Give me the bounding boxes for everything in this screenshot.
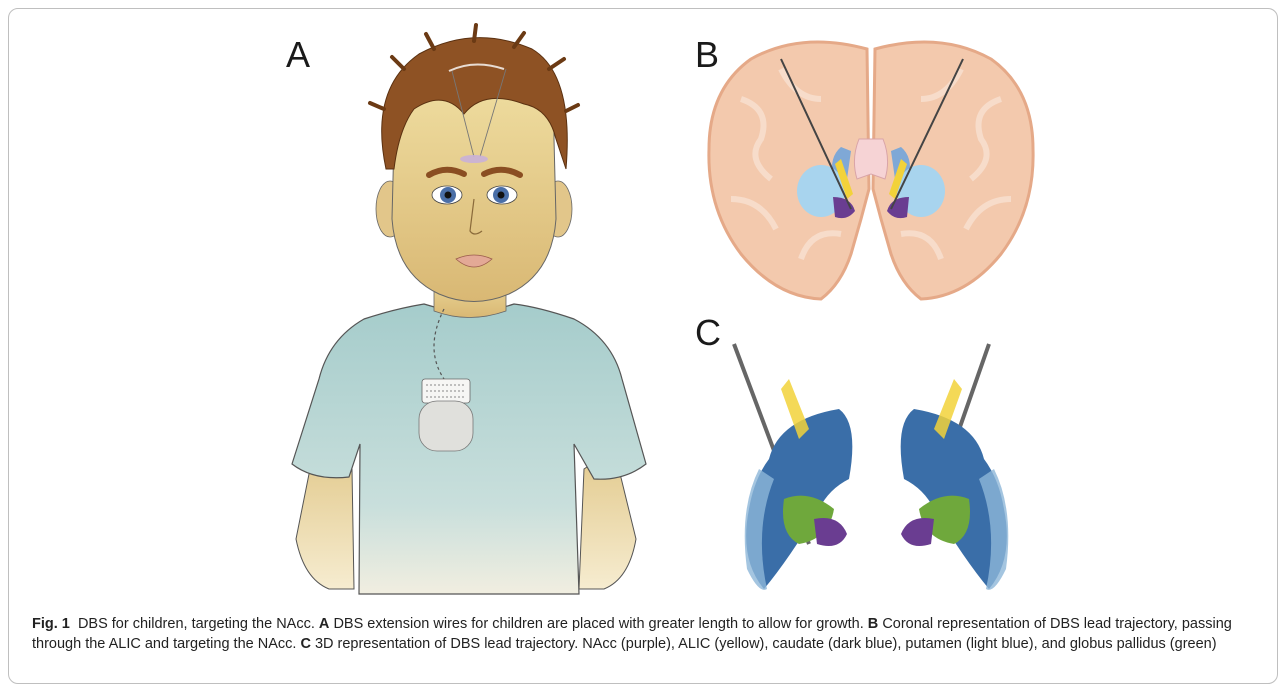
caption-c-text: 3D representation of DBS lead trajectory… bbox=[315, 636, 1217, 652]
coronal-brain-diagram bbox=[701, 29, 1041, 319]
3d-nacc-right bbox=[901, 518, 934, 546]
caption-title: DBS for children, targeting the NAcc. bbox=[78, 616, 315, 632]
figure-frame: A bbox=[8, 8, 1278, 684]
caption-a-text: DBS extension wires for children are pla… bbox=[333, 616, 863, 632]
ipg-device bbox=[419, 379, 473, 451]
child-illustration bbox=[274, 19, 674, 609]
3d-nacc-left bbox=[814, 518, 847, 546]
panel-c-letter: C bbox=[695, 315, 721, 351]
caption-b-label: B bbox=[868, 616, 878, 632]
caption-fig-label: Fig. 1 bbox=[32, 616, 70, 632]
figure-caption: Fig. 1 DBS for children, targeting the N… bbox=[32, 614, 1272, 654]
caption-c-label: C bbox=[300, 636, 310, 652]
caption-a-label: A bbox=[319, 616, 329, 632]
3d-structures-render bbox=[729, 339, 1039, 604]
